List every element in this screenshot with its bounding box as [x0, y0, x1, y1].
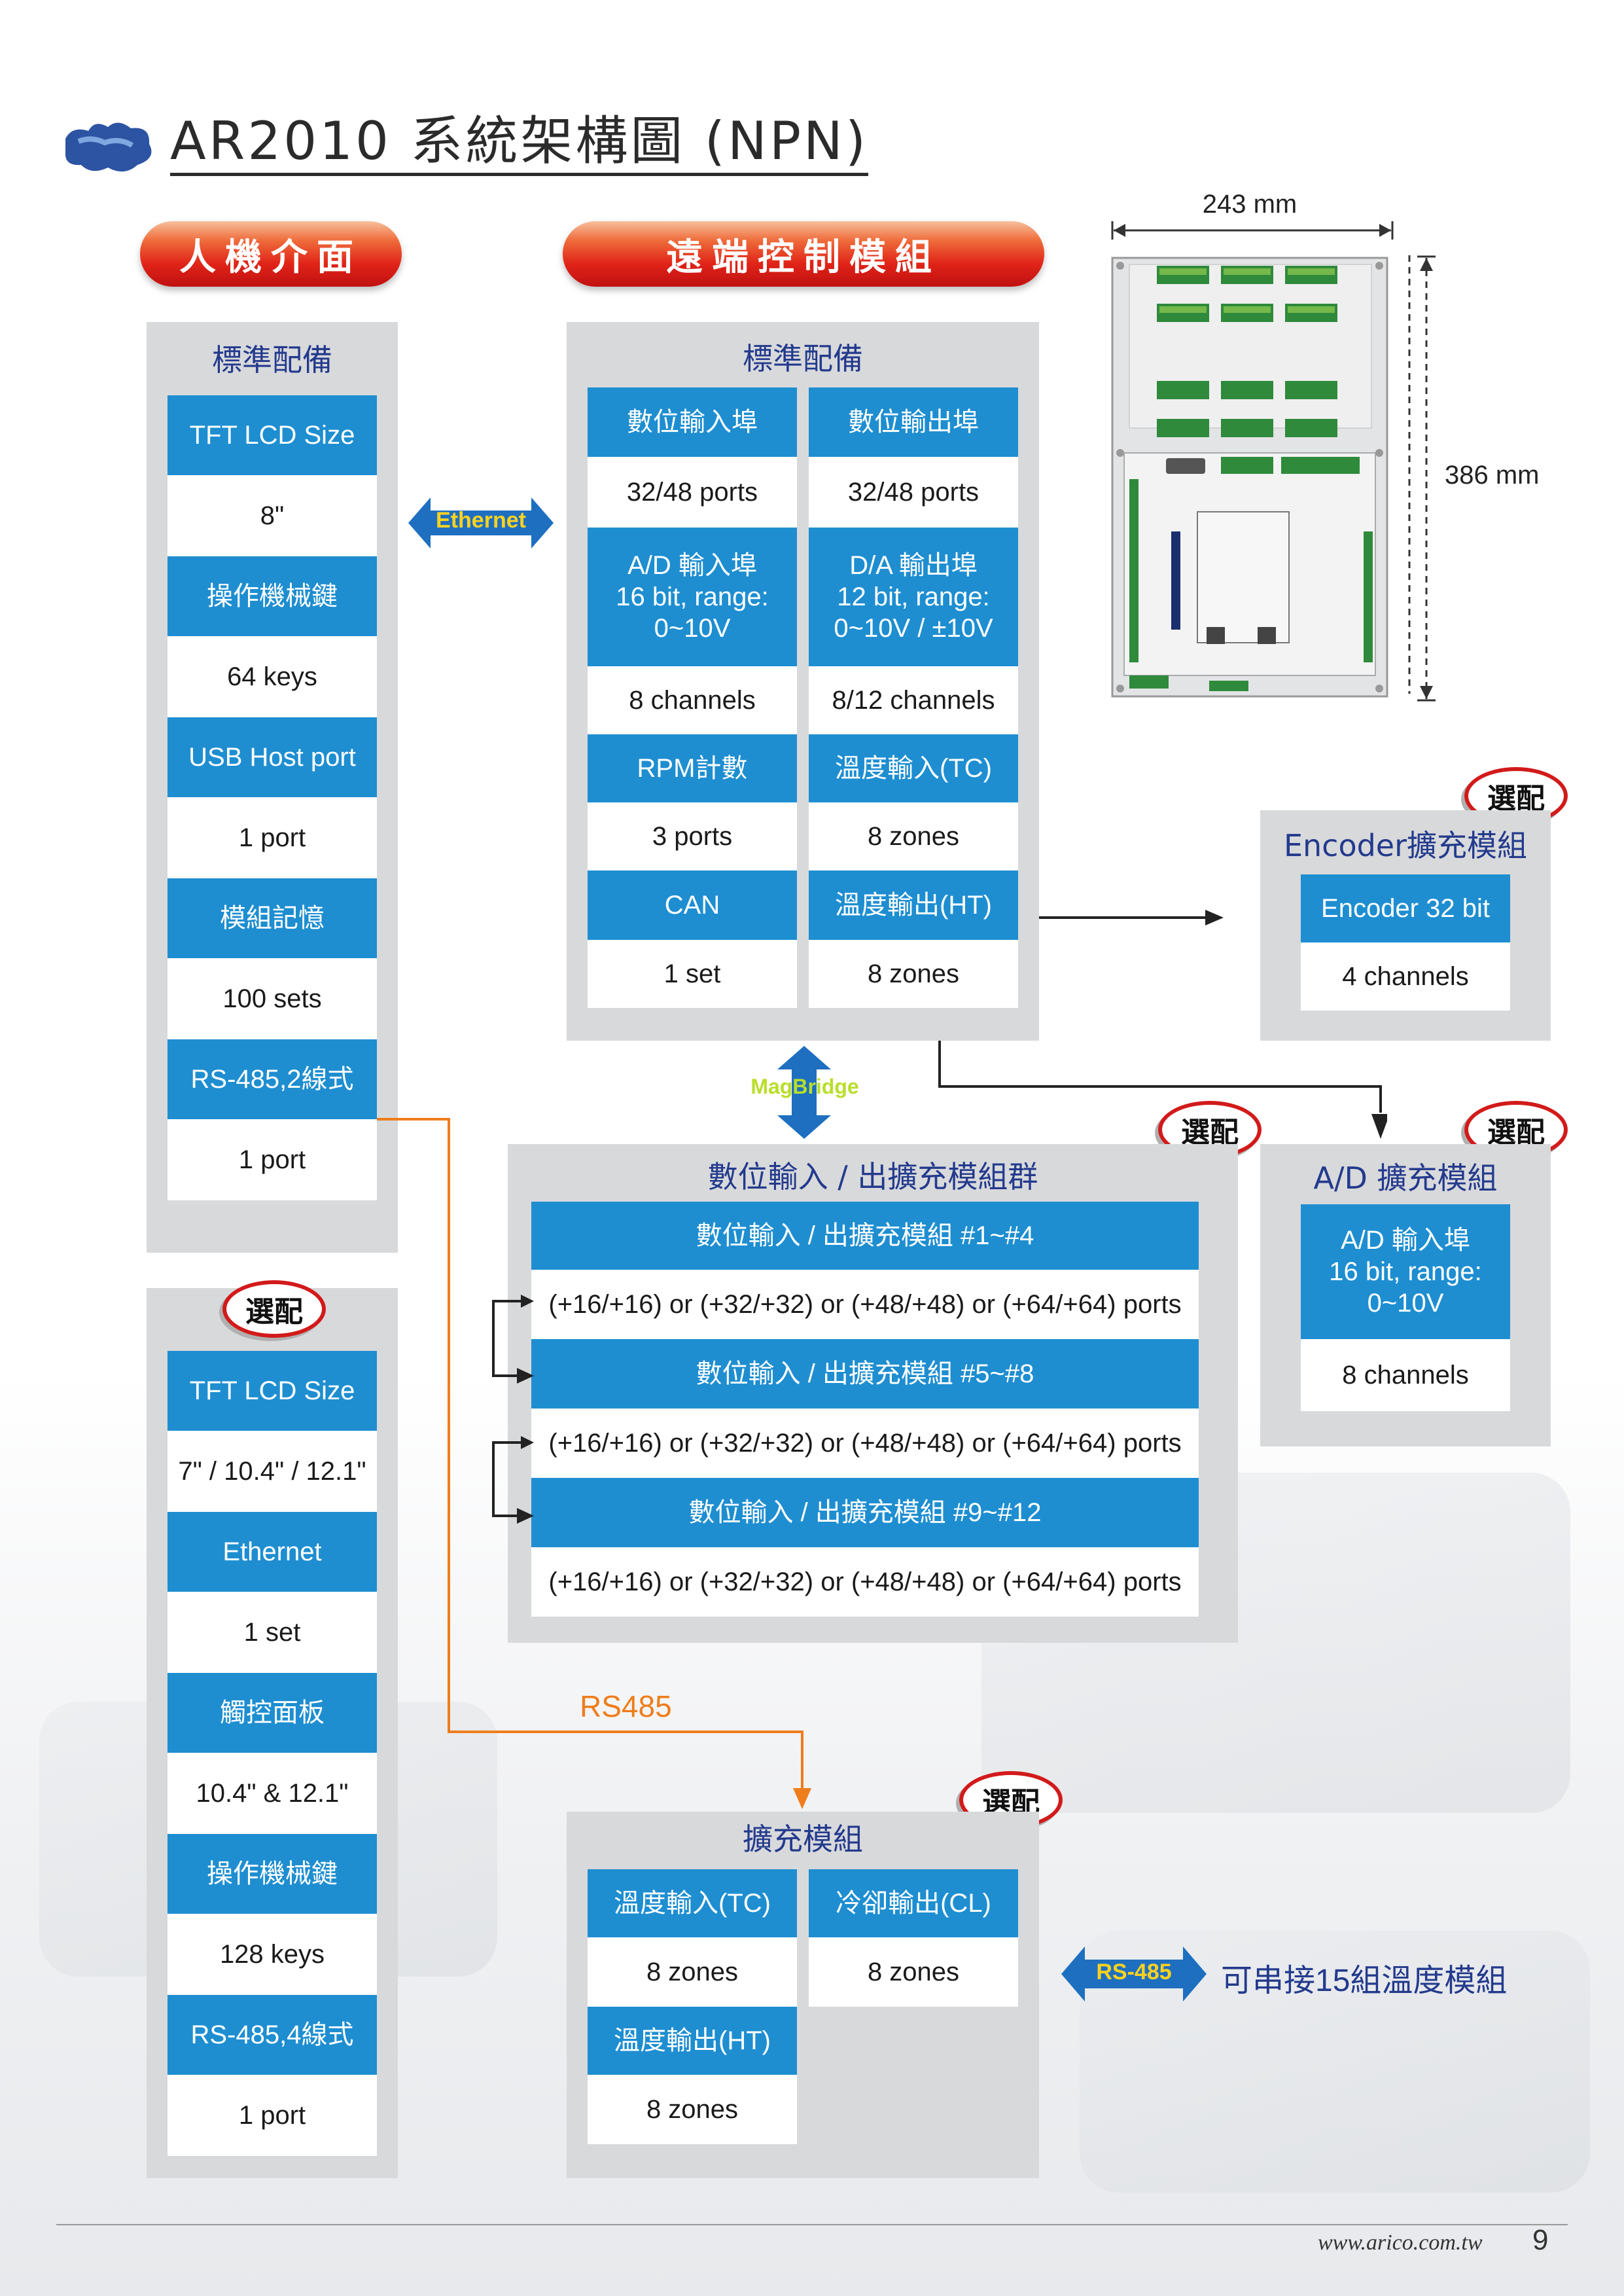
hmi-optional-value: 1 port — [168, 2075, 377, 2156]
dio-group-panel: 數位輸入 / 出擴充模組群 數位輸入 / 出擴充模組 #1~#4 (+16/+1… — [508, 1144, 1238, 1643]
hmi-optional-label: RS-485,4線式 — [168, 1995, 377, 2075]
ethernet-label: Ethernet — [436, 508, 526, 533]
hmi-standard-value: 1 port — [168, 797, 377, 878]
dio-module-label: 數位輸入 / 出擴充模組 #9~#12 — [531, 1478, 1199, 1547]
rs485-note: 可串接15組溫度模組 — [1221, 1964, 1508, 1998]
hmi-standard-value: 8" — [168, 475, 377, 556]
hmi-standard-label: 操作機械鍵 — [168, 556, 377, 636]
rs485-connection-line — [377, 1118, 811, 1809]
remote-port-value: 1 set — [588, 940, 797, 1008]
dio-module-value: (+16/+16) or (+32/+32) or (+48/+48) or (… — [531, 1547, 1199, 1617]
encoder-panel: Encoder擴充模組 Encoder 32 bit 4 channels — [1260, 810, 1551, 1041]
hmi-optional-label: 觸控面板 — [168, 1673, 377, 1753]
remote-port-value: 8 channels — [588, 666, 797, 734]
board-dimension-lines — [1111, 221, 1411, 694]
dio-module-label: 數位輸入 / 出擴充模組 #5~#8 — [531, 1339, 1199, 1408]
dio-module-value: (+16/+16) or (+32/+32) or (+48/+48) or (… — [531, 1270, 1199, 1339]
remote-port-label: 溫度輸出(HT) — [809, 870, 1018, 940]
expansion-label: 溫度輸入(TC) — [588, 1869, 797, 1937]
expansion-label: 冷卻輸出(CL) — [809, 1869, 1018, 1937]
encoder-title: Encoder擴充模組 — [1283, 828, 1528, 863]
hmi-standard-label: RS-485,2線式 — [168, 1039, 377, 1119]
ad-module-panel: A/D 擴充模組 A/D 輸入埠 16 bit, range: 0~10V 8 … — [1260, 1144, 1551, 1446]
remote-to-ad-arrow — [938, 1041, 1387, 1139]
hmi-optional-label: TFT LCD Size — [168, 1351, 377, 1431]
expansion-value: 8 zones — [588, 2075, 797, 2144]
dio-module-label: 數位輸入 / 出擴充模組 #1~#4 — [531, 1202, 1199, 1270]
hmi-optional-label: Ethernet — [168, 1512, 377, 1592]
hmi-optional-value: 1 set — [168, 1592, 377, 1673]
hmi-standard-label: 模組記憶 — [168, 878, 377, 958]
ad-module-label: A/D 輸入埠 16 bit, range: 0~10V — [1301, 1204, 1510, 1339]
dio-module-value: (+16/+16) or (+32/+32) or (+48/+48) or (… — [531, 1408, 1199, 1478]
hmi-header: 人機介面 — [140, 221, 402, 287]
hmi-standard-value: 100 sets — [168, 958, 377, 1039]
hmi-standard-value: 64 keys — [168, 636, 377, 717]
ad-module-value: 8 channels — [1301, 1339, 1510, 1411]
rs485-arrow-icon — [1061, 1946, 1207, 2001]
hmi-optional-panel: TFT LCD Size 7" / 10.4" / 12.1" Ethernet… — [147, 1288, 398, 2178]
expansion-value: 8 zones — [809, 1937, 1018, 2007]
remote-port-value: 8/12 channels — [809, 666, 1018, 734]
hmi-standard-label: USB Host port — [168, 717, 377, 797]
page-number: 9 — [1532, 2224, 1549, 2256]
remote-port-value: 32/48 ports — [588, 457, 797, 528]
board-height-arrow — [1417, 255, 1436, 702]
encoder-label: Encoder 32 bit — [1301, 874, 1510, 942]
remote-port-label: 溫度輸入(TC) — [809, 734, 1018, 802]
magbridge-label: MagBridge — [750, 1075, 859, 1098]
hmi-standard-panel: 標準配備 TFT LCD Size 8" 操作機械鍵 64 keys USB H… — [147, 322, 398, 1253]
expansion-title: 擴充模組 — [743, 1821, 863, 1857]
expansion-panel: 擴充模組 溫度輸入(TC) 冷卻輸出(CL) 8 zones 8 zones 溫… — [567, 1812, 1039, 2178]
controller-board-image — [1111, 257, 1388, 698]
puzzle-logo-icon — [65, 122, 152, 172]
remote-standard-title: 標準配備 — [743, 341, 863, 376]
hmi-optional-value: 128 keys — [168, 1914, 377, 1995]
hmi-standard-label: TFT LCD Size — [168, 395, 377, 475]
remote-port-value: 32/48 ports — [809, 457, 1018, 528]
hmi-optional-label: 操作機械鍵 — [168, 1834, 377, 1914]
magbridge-arrow-icon — [777, 1046, 831, 1139]
footer-divider — [56, 2224, 1568, 2225]
remote-port-label: A/D 輸入埠 16 bit, range: 0~10V — [588, 528, 797, 666]
remote-port-label: CAN — [588, 870, 797, 940]
remote-port-value: 3 ports — [588, 802, 797, 870]
board-width-label: 243 mm — [1202, 190, 1297, 219]
expansion-label: 溫度輸出(HT) — [588, 2007, 797, 2075]
ethernet-arrow-icon — [408, 497, 554, 548]
rs485-line-label: RS485 — [580, 1689, 672, 1723]
remote-port-label: RPM計數 — [588, 734, 797, 802]
hmi-standard-value: 1 port — [168, 1119, 377, 1200]
rs485-badge-label: RS-485 — [1096, 1960, 1172, 1984]
ad-module-title: A/D 擴充模組 — [1313, 1160, 1498, 1196]
remote-header: 遠端控制模組 — [563, 221, 1044, 287]
remote-port-label: D/A 輸出埠 12 bit, range: 0~10V / ±10V — [809, 528, 1018, 666]
board-height-label: 386 mm — [1445, 461, 1540, 490]
footer-url: www.arico.com.tw — [1318, 2231, 1483, 2255]
hmi-optional-value: 10.4" & 12.1" — [168, 1753, 377, 1834]
hmi-optional-value: 7" / 10.4" / 12.1" — [168, 1431, 377, 1512]
remote-standard-panel: 標準配備 數位輸入埠 數位輸出埠 32/48 ports 32/48 ports… — [567, 322, 1039, 1041]
hmi-optional-badge: 選配 — [222, 1280, 326, 1338]
expansion-value: 8 zones — [588, 1937, 797, 2007]
encoder-value: 4 channels — [1301, 942, 1510, 1011]
dio-chain-connectors — [492, 1295, 534, 1524]
dio-group-title: 數位輸入 / 出擴充模組群 — [707, 1159, 1038, 1194]
page-title: AR2010 系統架構圖 (NPN) — [170, 110, 869, 176]
remote-port-label: 數位輸出埠 — [809, 387, 1018, 457]
remote-to-encoder-arrow — [1039, 910, 1224, 925]
remote-port-value: 8 zones — [809, 802, 1018, 870]
remote-port-label: 數位輸入埠 — [588, 387, 797, 457]
hmi-standard-title: 標準配備 — [212, 342, 332, 378]
remote-port-value: 8 zones — [809, 940, 1018, 1008]
